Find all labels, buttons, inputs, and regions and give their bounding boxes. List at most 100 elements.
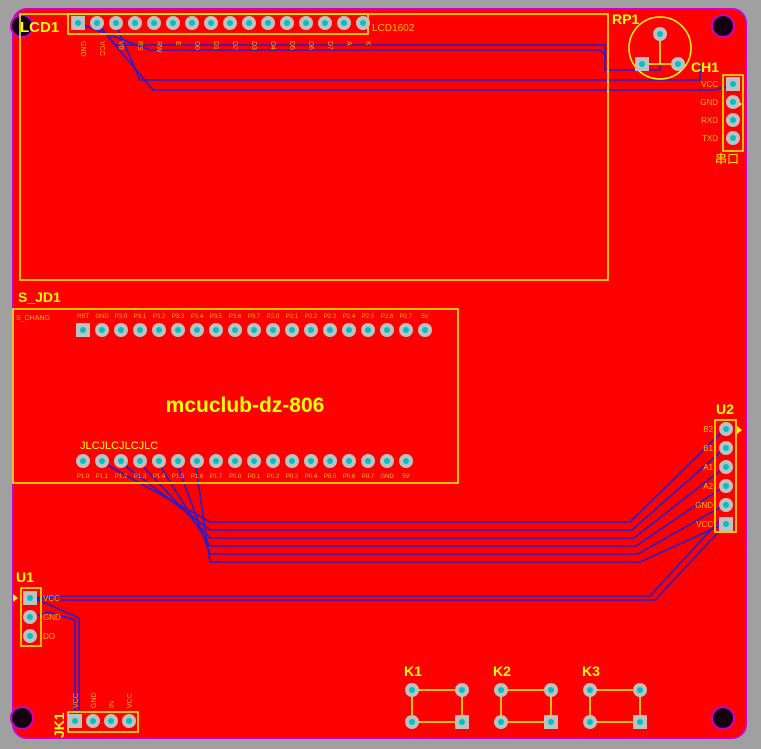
- lcd-pin-pad-hole: [189, 20, 195, 26]
- sjd-bottom-tag: JLCJLCJLCJLC: [80, 440, 158, 452]
- board-title: mcuclub-dz-806: [166, 394, 325, 417]
- jk-pin-pad-hole: [108, 718, 114, 724]
- rp-outline: [628, 16, 692, 80]
- rp-designator: RP1: [612, 11, 639, 27]
- sjd-top-pin-pad-hole: [137, 327, 143, 333]
- ch-caption: 串口: [715, 152, 739, 166]
- lcd-pin-label: D7: [326, 41, 333, 50]
- key-pad-hole: [548, 719, 554, 725]
- sjd-top-pin-pad-hole: [327, 327, 333, 333]
- sjd-top-pin-pad-hole: [118, 327, 124, 333]
- sjd-top-pin-label: P3.3: [172, 314, 185, 320]
- key-outline: [589, 689, 641, 723]
- key-pad-hole: [637, 687, 643, 693]
- sjd-bottom-pin-pad-hole: [118, 458, 124, 464]
- pad-layer: [23, 16, 740, 729]
- sjd-top-pin-label: P3.6: [229, 314, 242, 320]
- sjd-bottom-pin-label: P1.2: [115, 474, 128, 480]
- sjd-top-pin-pad-hole: [251, 327, 257, 333]
- sjd-bottom-pin-pad-hole: [251, 458, 257, 464]
- k3-designator: K3: [582, 663, 600, 679]
- lcd-pin-label: D6: [307, 41, 314, 50]
- u2-pin-pad-hole: [723, 464, 729, 470]
- sjd-top-pin-label: P3.2: [153, 314, 166, 320]
- sjd-top-pin-pad-hole: [194, 327, 200, 333]
- lcd-pin-label: D4: [269, 41, 276, 50]
- sjd-top-pin-label: P2.3: [324, 314, 337, 320]
- sjd-bottom-pin-pad-hole: [403, 458, 409, 464]
- sjd-bottom-pin-label: P0.4: [305, 474, 318, 480]
- sjd-bottom-pin-pad-hole: [156, 458, 162, 464]
- trace-bundle: [194, 460, 727, 563]
- sjd-top-pin-label: P3.0: [115, 314, 128, 320]
- key-outline: [500, 689, 552, 723]
- jk-pin-label: IN: [109, 701, 116, 708]
- jk-pin-pad-hole: [72, 718, 78, 724]
- sjd-top-pin-label: RST: [77, 314, 89, 320]
- trace-layer: [29, 22, 734, 721]
- ch-pin-pad-hole: [730, 117, 736, 123]
- sjd-top-pin-pad-hole: [175, 327, 181, 333]
- mounting-hole: [10, 14, 34, 38]
- key-pad-hole: [587, 719, 593, 725]
- u2-pin1-marker: [737, 426, 742, 434]
- lcd-pin-label: D3: [250, 41, 257, 50]
- sjd-top-pin-label: P3.1: [134, 314, 147, 320]
- lcd-pin-label: RS: [136, 41, 143, 51]
- board-outline: [12, 8, 747, 739]
- sjd-top-pin-label: P2.2: [305, 314, 318, 320]
- sjd-bottom-pin-label: P0.2: [267, 474, 280, 480]
- sjd-bottom-pin-label: P1.7: [210, 474, 223, 480]
- lcd-pin-label: D5: [288, 41, 295, 50]
- lcd-pin-pad-hole: [94, 20, 100, 26]
- lcd-pin-pad-hole: [151, 20, 157, 26]
- u2-pin-label: GND: [695, 501, 713, 510]
- trace-bundle: [175, 460, 727, 555]
- u1-pin-label: DO: [43, 632, 55, 641]
- silkscreen-layer: [12, 13, 744, 733]
- sjd-top-pin-pad-hole: [270, 327, 276, 333]
- u1-outline: [20, 587, 42, 647]
- lcd-pin-label: E: [174, 41, 181, 46]
- sjd-top-pin-pad-hole: [346, 327, 352, 333]
- jk-pin-label: GND: [91, 692, 98, 708]
- ch-pin-label: RXD: [701, 116, 718, 125]
- lcd-designator: LCD1: [20, 19, 59, 36]
- sjd-bottom-pin-pad-hole: [365, 458, 371, 464]
- lcd-pin-pad-hole: [208, 20, 214, 26]
- u2-pin-pad-hole: [723, 445, 729, 451]
- lcd-pin-label: GND: [79, 41, 86, 57]
- ch-pin-label: GND: [700, 98, 718, 107]
- key-pad-hole: [459, 687, 465, 693]
- u1-pin-pad-hole: [27, 595, 33, 601]
- u2-pin-label: VCC: [696, 520, 713, 529]
- sjd-top-pin-label: P3.4: [191, 314, 204, 320]
- u2-pin-pad-hole: [723, 521, 729, 527]
- trace-u1-u2-vcc-b: [29, 519, 721, 599]
- lcd-pin-label: D1: [212, 41, 219, 50]
- u2-pin-label: A2: [703, 482, 713, 491]
- key-pad-hole: [498, 719, 504, 725]
- jk-pin-label: VCC: [73, 693, 80, 708]
- pcb-board: [10, 8, 747, 739]
- lcd-pin-pad-hole: [322, 20, 328, 26]
- sjd-top-pin-pad-hole: [308, 327, 314, 333]
- sjd-bottom-pin-pad-hole: [232, 458, 238, 464]
- u2-pin-pad-hole: [723, 426, 729, 432]
- lcd-pin-pad-hole: [75, 20, 81, 26]
- sjd-top-pin-label: P2.5: [362, 314, 375, 320]
- lcd-pin-label: A: [345, 41, 352, 46]
- sjd-top-pin-label: GND: [95, 314, 109, 320]
- u2-outline: [714, 419, 737, 533]
- sjd-bottom-pin-pad-hole: [137, 458, 143, 464]
- u2-pin-label: B1: [703, 444, 713, 453]
- sjd-top-pin-label: P2.0: [267, 314, 280, 320]
- lcd-pin-pad-hole: [132, 20, 138, 26]
- lcd-pin-label: V0: [117, 41, 124, 50]
- lcd-pin-label: VCC: [98, 41, 105, 56]
- key-pad-hole: [637, 719, 643, 725]
- key-pad-hole: [548, 687, 554, 693]
- key-pad-hole: [498, 687, 504, 693]
- ch-designator: CH1: [691, 59, 719, 75]
- sjd-designator: S_JD1: [18, 289, 61, 305]
